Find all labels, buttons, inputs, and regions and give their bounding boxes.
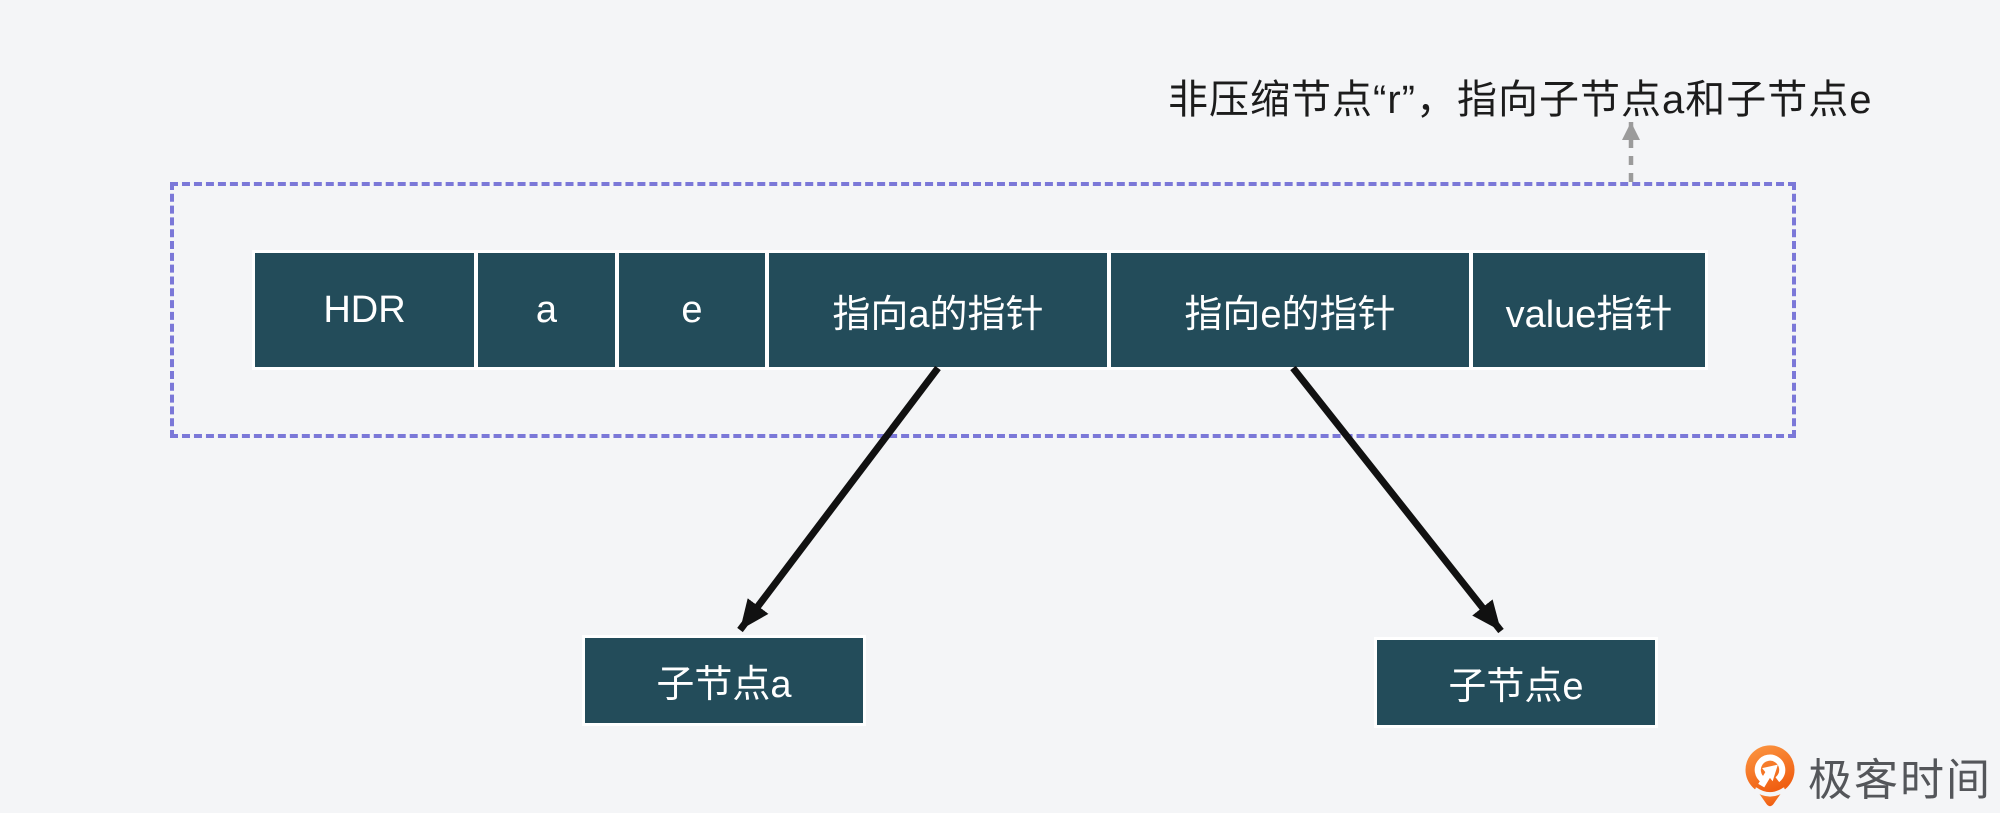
child-node-a: 子节点a bbox=[582, 635, 866, 726]
node-boundary-box bbox=[170, 182, 1796, 438]
cell-pointer-a: 指向a的指针 bbox=[769, 253, 1107, 367]
cell-key-e: e bbox=[619, 253, 765, 367]
geektime-pin-icon bbox=[1745, 745, 1795, 807]
cell-key-a: a bbox=[478, 253, 615, 367]
node-cell-row: HDR a e 指向a的指针 指向e的指针 value指针 bbox=[252, 250, 1708, 370]
child-node-e: 子节点e bbox=[1374, 637, 1658, 728]
geektime-logo-text: 极客时间 bbox=[1808, 756, 1992, 805]
geektime-logo: 极客时间 bbox=[1742, 744, 1992, 808]
cell-hdr: HDR bbox=[255, 253, 474, 367]
cell-pointer-e: 指向e的指针 bbox=[1111, 253, 1469, 367]
annotation-text: 非压缩节点“r”，指向子节点a和子节点e bbox=[1168, 78, 1873, 122]
cell-value-pointer: value指针 bbox=[1473, 253, 1705, 367]
